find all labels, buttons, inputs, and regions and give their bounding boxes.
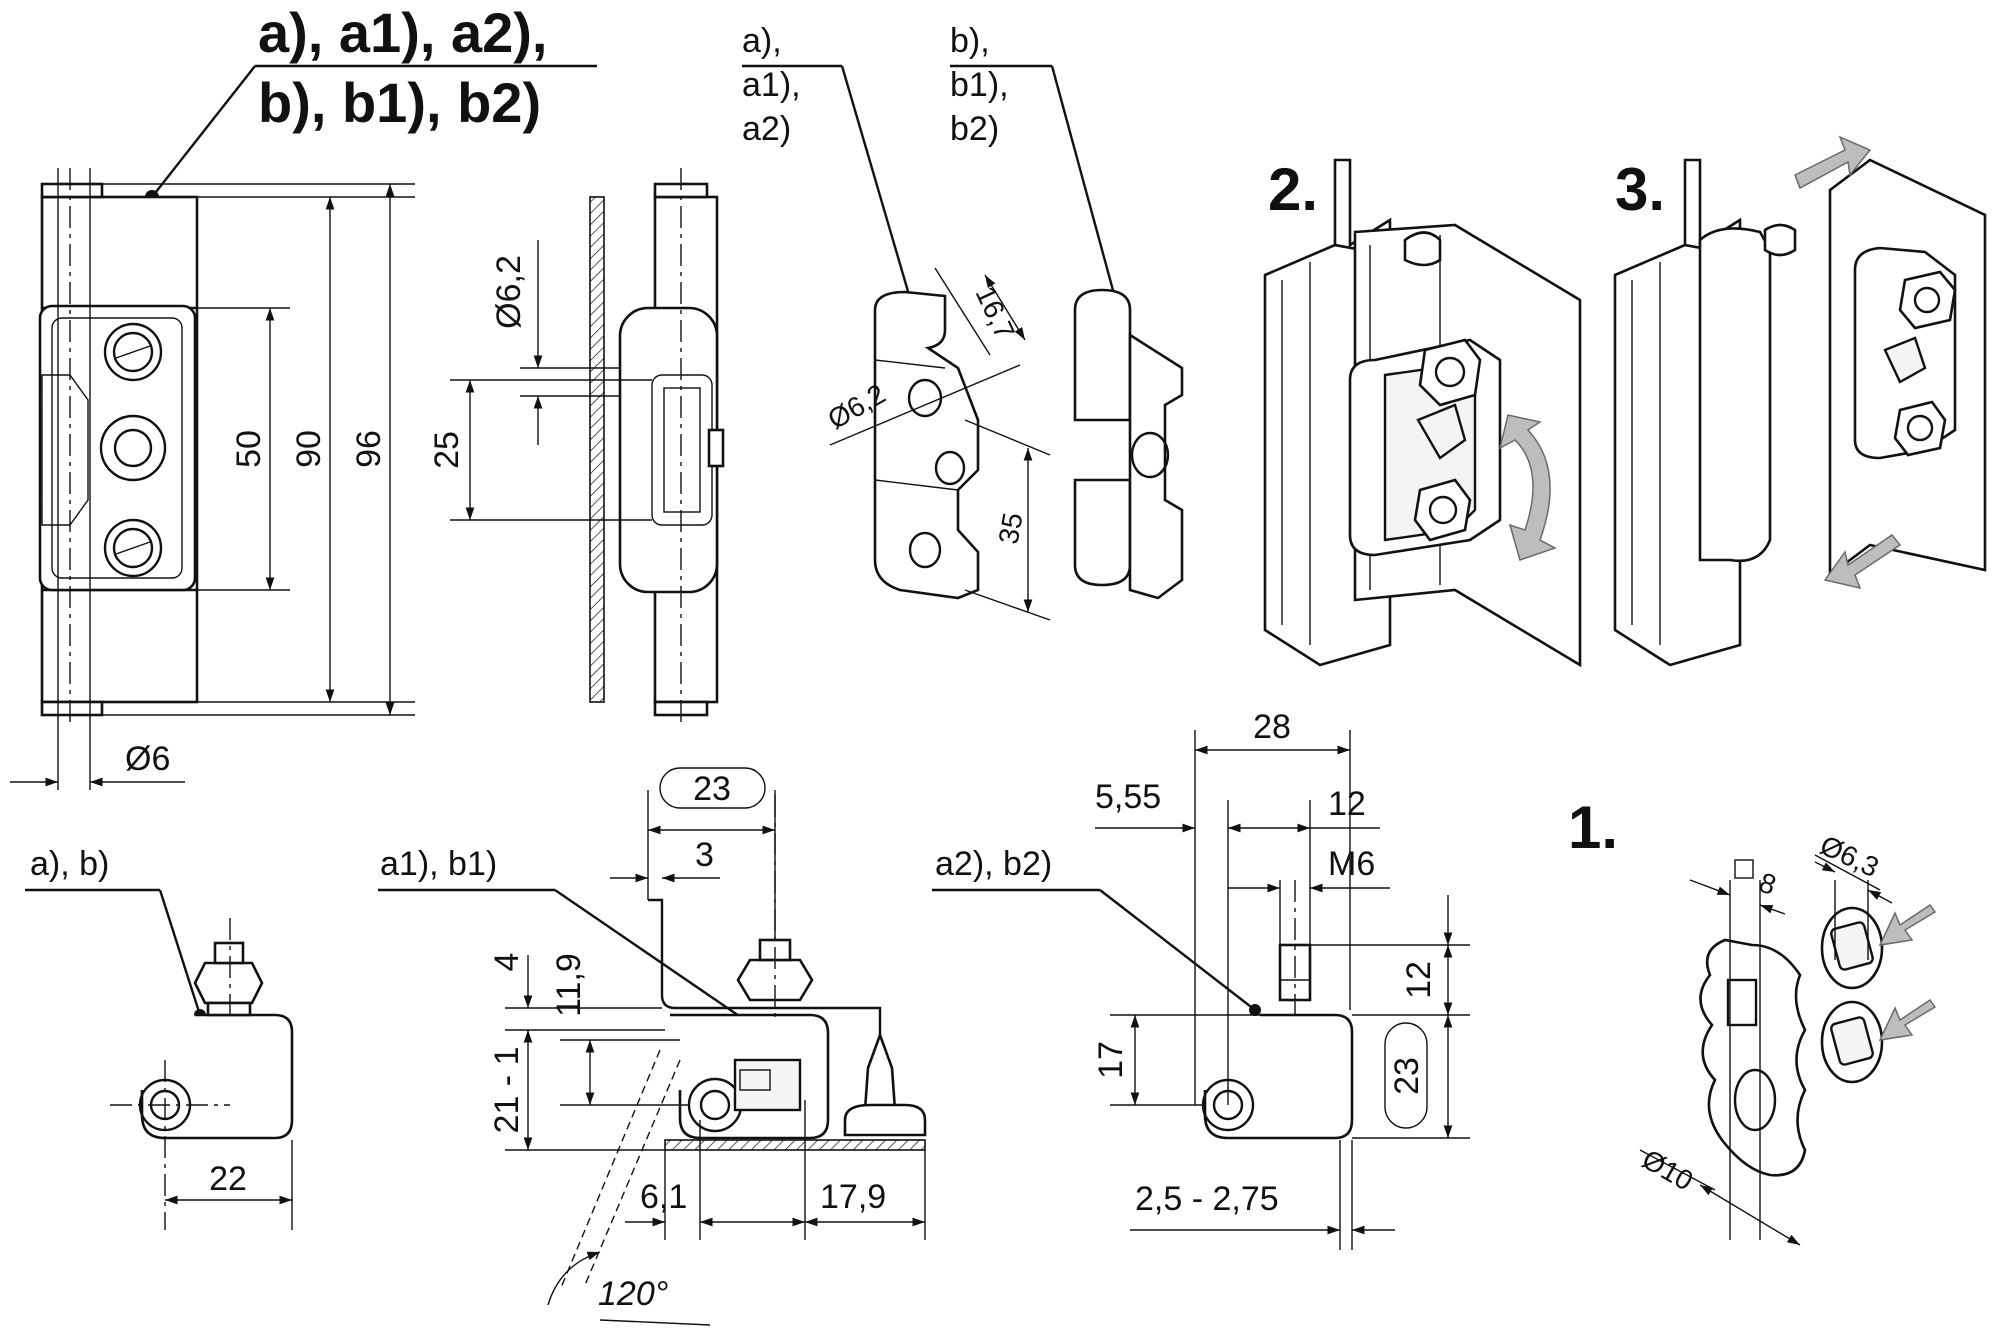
hinge-plate-inner [51,317,183,579]
step-3-label: 3. [1615,156,1665,223]
iso-a-hole-bottom [908,531,942,569]
iso-part-b: b), b1), b2) [950,22,1184,600]
square-symbol [1734,859,1754,879]
iso-b-knuckle-bottom [1073,478,1132,587]
pin-head-bottom [40,700,104,717]
step-2-nut-bottom [1413,478,1472,542]
dim-iso-height: 35 [993,510,1029,546]
section-ab-label: a), b) [30,845,109,883]
rotate-arrow [1498,414,1557,561]
dim-a1b1-61: 6,1 [640,1178,687,1216]
screw-hole-middle [99,414,167,482]
iso-b-label-3: b2) [950,110,999,148]
section-a1b1-label: a1), b1) [380,845,497,883]
section-ab-nut [193,961,264,1005]
mounting-round-hole [1733,1068,1777,1132]
dim-22: 22 [209,1160,247,1198]
side-view: Ø6,2 25 [428,168,725,728]
dim-a1b1-angle: 120° [598,1275,668,1313]
dim-a2b2-23-box [1384,1022,1428,1129]
dim-a2b2-25: 2,5 - 2,75 [1135,1180,1279,1218]
section-a1b1-nut [736,958,814,1002]
section-a1b1-clip [863,1031,897,1112]
side-slot-inner [663,387,701,513]
dim-a1b1-23: 23 [693,770,731,808]
section-a1b1-base [664,1139,926,1151]
front-view: 50 90 96 Ø6 [10,168,415,790]
iso-a-label-2: a1), [742,66,801,104]
dim-d10: Ø10 [1637,1143,1698,1196]
dim-23-box [659,767,766,809]
dim-d63: Ø6,3 [1815,829,1883,883]
step-2-nut-top [1418,338,1482,407]
dim-square: 8 [1755,867,1780,901]
dim-a1b1-3: 3 [695,836,714,874]
mounting-square-hole [1726,978,1758,1027]
section-a2b2: a2), b2) 28 5,55 12 M6 [932,708,1470,1250]
step-1-label: 1. [1568,794,1618,861]
dim-a1b1-179: 17,9 [820,1178,886,1216]
dim-a2b2-17: 17 [1092,1041,1130,1079]
section-a2b2-label: a2), b2) [935,845,1052,883]
section-a1b1-wall [648,898,882,1100]
title-leader [151,65,256,198]
section-a1b1-block [733,1058,802,1112]
dim-96: 96 [350,430,388,468]
push-arrow-bottom [1878,998,1937,1041]
mounting-panel [1699,938,1807,1177]
iso-b-leaf [1128,332,1184,600]
title-block: a), a1), a2), b), b1), b2) [145,1,597,204]
dim-90: 90 [290,430,328,468]
section-a1b1: a1), b1) 23 3 4 21 - 1 11 [378,767,927,1326]
title-line-1: a), a1), a2), [258,1,547,64]
dim-a1b1-119: 11,9 [550,953,588,1017]
dim-a2b2-555: 5,55 [1095,778,1161,816]
pin-head-top [40,182,104,199]
step-1-illustration: 1. 8 Ø10 Ø6,3 [1568,794,1937,1246]
dim-a2b2-23: 23 [1388,1057,1426,1095]
dim-pin-diameter: Ø6 [125,740,170,778]
dim-a1b1-4: 4 [488,953,526,972]
push-arrow-top [1878,903,1937,946]
side-plate [618,306,719,594]
iso-a-label-3: a2) [742,110,791,148]
screw-hole-bottom [103,518,163,578]
iso-a-label-1: a), [742,22,782,60]
step-3-illustration: 3. [1613,135,1987,667]
section-ab: a), b) 22 [25,845,294,1230]
side-wall-section [589,196,605,703]
dim-a2b2-12a: 12 [1328,785,1366,823]
iso-a-body [873,290,980,600]
dim-25: 25 [428,431,466,469]
dim-50: 50 [230,430,268,468]
slide-arrow-bottom [1823,533,1902,590]
iso-b-knuckle-top [1073,288,1132,422]
dim-a2b2-12b: 12 [1400,961,1438,999]
iso-b-label-2: b1), [950,66,1009,104]
dim-side-hole: Ø6,2 [490,255,528,329]
slide-arrow-top [1794,135,1872,190]
step-3-hinge-left [1698,227,1772,563]
iso-a-hole-mid [934,450,966,486]
step-2-illustration: 2. [1263,156,1582,668]
hinge-plate [38,304,197,592]
dim-a1b1-21: 21 - 1 [488,1047,526,1134]
step-2-label: 2. [1268,156,1318,223]
side-tab [707,428,725,468]
iso-part-a: a), a1), a2) 16,7 Ø6,2 35 [742,22,1051,621]
dim-a2b2-28: 28 [1253,708,1291,746]
title-line-2: b), b1), b2) [258,71,541,134]
screw-hole-top [103,322,163,382]
iso-b-hole [1130,431,1170,479]
iso-b-label-1: b), [950,22,990,60]
dim-a2b2-m6: M6 [1328,845,1375,883]
